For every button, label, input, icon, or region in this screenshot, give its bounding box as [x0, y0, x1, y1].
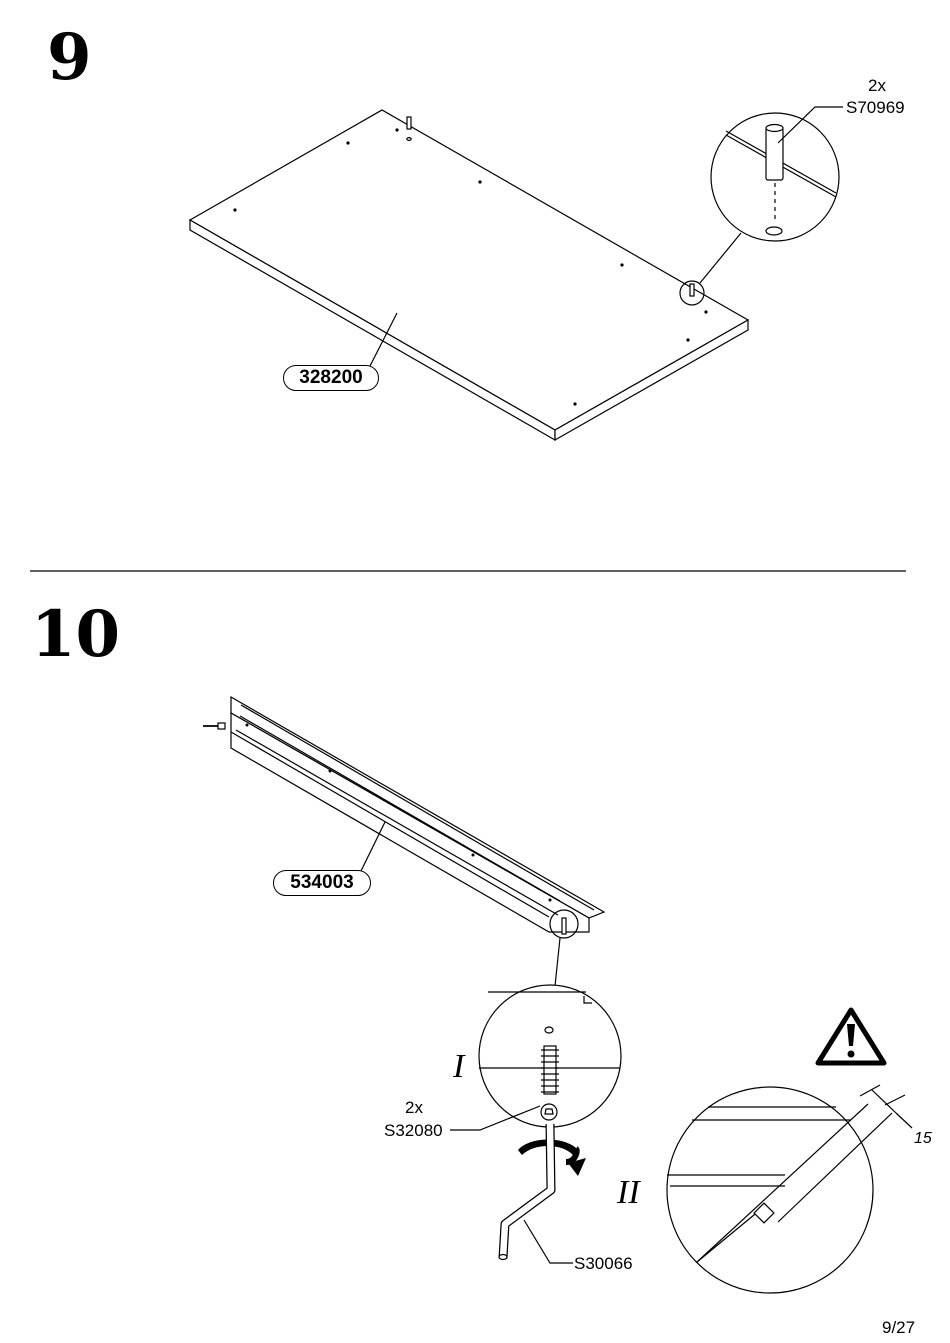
rail-534003-drawing [203, 697, 604, 986]
detail-one-label: I [453, 1050, 464, 1084]
step-9-number: 9 [47, 26, 92, 90]
depth-detail-circle [667, 1085, 912, 1293]
dowel-quantity: 2x [868, 77, 886, 94]
tool-code: S30066 [574, 1255, 633, 1272]
step-10-number: 10 [31, 603, 120, 667]
cam-code: S32080 [384, 1122, 443, 1139]
part-code-328200: 328200 [283, 365, 379, 391]
part-code-534003: 534003 [273, 870, 371, 896]
cam-detail-circle [450, 985, 621, 1130]
warning-triangle-icon [818, 1010, 884, 1063]
page-number: 9/27 [882, 1319, 915, 1336]
dowel-code: S70969 [846, 99, 905, 116]
dowel-detail-circle [711, 107, 843, 241]
cam-quantity: 2x [405, 1099, 423, 1116]
detail-two-label: II [617, 1176, 640, 1210]
panel-328200-drawing [190, 110, 748, 440]
depth-dimension: 15 [914, 1131, 932, 1147]
